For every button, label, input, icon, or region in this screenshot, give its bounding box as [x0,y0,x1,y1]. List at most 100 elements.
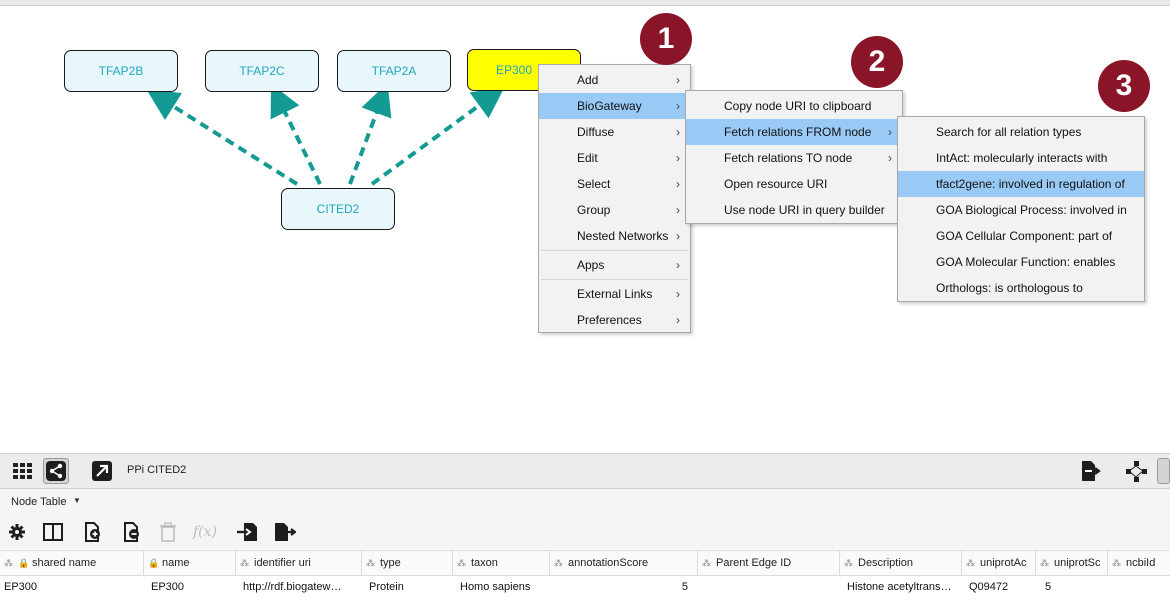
column-header-parent-edge-id[interactable]: ⁂Parent Edge ID [698,551,840,575]
step-badge-1: 1 [640,13,692,65]
column-header-description[interactable]: ⁂Description [840,551,962,575]
column-label: shared name [32,557,97,569]
cell-uniprot-ac[interactable]: Q09472 [969,581,1009,593]
function-icon[interactable]: f(x) [192,524,217,540]
cell-ncbi-id[interactable] [1108,576,1170,598]
network-toolbar: PPi CITED2 [0,453,1170,489]
import-button[interactable] [236,521,258,543]
menu-item-group[interactable]: Group› [539,197,690,223]
menu-item-fetch-relations-from[interactable]: Fetch relations FROM node› [686,119,902,145]
node-tfap2a[interactable]: TFAP2A [337,50,451,92]
chevron-right-icon: › [676,177,680,191]
hierarchy-icon: ⁂ [554,558,563,568]
cell-uniprot-sc[interactable]: 5 [1045,581,1052,593]
chevron-right-icon: › [676,151,680,165]
cell-name[interactable]: EP300 [151,581,185,593]
menu-item-use-node-uri[interactable]: Use node URI in query builder [686,197,902,223]
menu-item-preferences[interactable]: Preferences› [539,307,690,333]
network-view-button[interactable] [43,458,69,484]
column-header-name[interactable]: 🔒name [144,551,236,575]
export-icon [1082,461,1101,481]
edge-cited2-ep300[interactable] [370,86,505,186]
panel-toggle-button[interactable] [1157,458,1170,484]
menu-item-label: Apps [577,258,605,272]
column-header-taxon[interactable]: ⁂taxon [453,551,550,575]
hierarchy-icon: ⁂ [966,558,975,568]
menu-item-diffuse[interactable]: Diffuse› [539,119,690,145]
edge-cited2-tfap2b[interactable] [146,89,299,186]
menu-item-edit[interactable]: Edit› [539,145,690,171]
menu-item-label: Nested Networks [577,229,669,243]
column-header-type[interactable]: ⁂type [362,551,453,575]
settings-button[interactable] [6,521,28,543]
layout-button[interactable] [1123,458,1149,484]
menu-item-external-links[interactable]: External Links › [539,281,690,307]
menu-item-tfact2gene[interactable]: tfact2gene: involved in regulation of [898,171,1144,197]
menu-item-goa-biological-process[interactable]: GOA Biological Process: involved in [898,197,1144,223]
node-tfap2b[interactable]: TFAP2B [64,50,178,92]
node-cited2[interactable]: CITED2 [281,188,395,230]
menu-item-select[interactable]: Select› [539,171,690,197]
column-header-uniprot-sc[interactable]: ⁂ uniprotSc [1036,551,1108,575]
menu-item-label: Preferences [577,313,642,327]
column-header-uniprot-ac[interactable]: ⁂uniprotAc [962,551,1036,575]
menu-item-nested-networks[interactable]: Nested Networks› [539,223,690,249]
column-label: uniprotSc [1054,557,1101,569]
column-header-identifier-uri[interactable]: ⁂identifier uri [236,551,362,575]
column-header-shared-name[interactable]: ⁂🔒shared name [0,551,144,575]
node-label: TFAP2A [371,64,417,78]
export-table-button[interactable] [274,521,296,543]
column-label: annotationScore [568,557,649,569]
remove-column-button[interactable] [121,521,143,543]
node-label: TFAP2C [239,64,285,78]
chevron-right-icon: › [676,258,680,272]
menu-item-goa-cellular-component[interactable]: GOA Cellular Component: part of [898,223,1144,249]
menu-item-goa-molecular-function[interactable]: GOA Molecular Function: enables [898,249,1144,275]
columns-icon [43,523,63,541]
menu-item-label: External Links [577,287,653,301]
menu-item-label: Add [577,73,599,87]
cell-description[interactable]: Histone acetyltrans… [847,581,952,593]
menu-item-intact[interactable]: IntAct: molecularly interacts with [898,145,1144,171]
grid-view-button[interactable] [10,458,36,484]
file-remove-icon [124,522,139,542]
menu-item-fetch-relations-to[interactable]: Fetch relations TO node› [686,145,902,171]
edge-cited2-tfap2c[interactable] [270,83,322,185]
edge-cited2-tfap2a[interactable] [348,83,392,185]
hierarchy-icon: ⁂ [1040,558,1049,568]
menu-item-label: Use node URI in query builder [724,203,885,217]
menu-item-apps[interactable]: Apps › [539,252,690,278]
chevron-right-icon: › [676,99,680,113]
delete-button[interactable] [157,521,179,543]
columns-button[interactable] [42,521,64,543]
add-column-button[interactable] [82,521,104,543]
caret-down-icon[interactable]: ▼ [73,496,81,505]
table-row[interactable]: EP300 EP300 http://rdf.biogatew… Protein… [0,576,1170,598]
node-tfap2c[interactable]: TFAP2C [205,50,319,92]
menu-item-add[interactable]: Add› [539,67,690,93]
menu-item-open-resource-uri[interactable]: Open resource URI [686,171,902,197]
cell-identifier-uri[interactable]: http://rdf.biogatew… [243,581,342,593]
column-label: taxon [471,557,498,569]
cell-taxon[interactable]: Homo sapiens [460,581,531,593]
column-header-ncbi-id[interactable]: ⁂ncbiId [1108,551,1170,575]
menu-item-label: Search for all relation types [936,125,1082,139]
menu-item-label: Diffuse [577,125,615,139]
cell-parent-edge-id[interactable] [698,576,840,598]
menu-item-biogateway[interactable]: BioGateway› [539,93,690,119]
cell-annotation-score[interactable]: 5 [681,581,688,593]
hierarchy-icon: ⁂ [4,558,13,568]
menu-item-label: tfact2gene: involved in regulation of [936,177,1125,191]
table-toolbar: f(x) [0,515,1170,549]
menu-item-copy-node-uri[interactable]: Copy node URI to clipboard [686,93,902,119]
table-selector[interactable]: Node Table [11,496,67,508]
node-label: CITED2 [316,202,360,216]
detach-view-button[interactable] [89,458,115,484]
cell-type[interactable]: Protein [369,581,404,593]
export-button[interactable] [1078,458,1104,484]
chevron-right-icon: › [676,287,680,301]
cell-shared-name[interactable]: EP300 [4,581,38,593]
menu-item-orthologs[interactable]: Orthologs: is orthologous to [898,275,1144,301]
menu-item-search-all-relations[interactable]: Search for all relation types [898,119,1144,145]
column-header-annotation-score[interactable]: ⁂ annotationScore [550,551,698,575]
